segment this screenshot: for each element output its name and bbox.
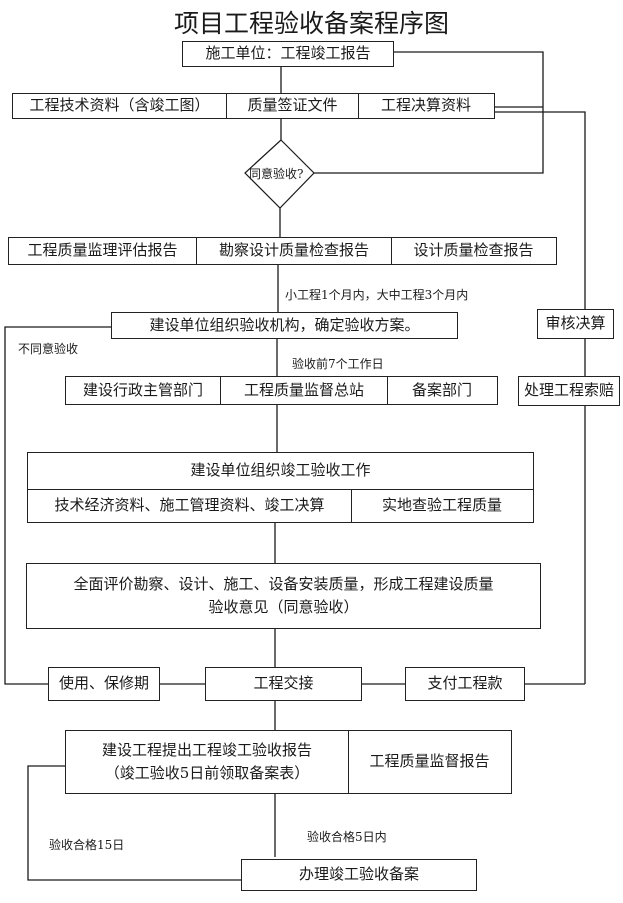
tech-docs-cell: 工程技术资料（含竣工图） xyxy=(13,94,227,118)
before-acceptance-note: 验收前7个工作日 xyxy=(292,357,384,371)
completion-report-line2: （竣工验收5日前领取备案表） xyxy=(104,764,310,782)
completion-work-box: 建设单位组织竣工验收工作 技术经济资料、施工管理资料、竣工决算 实地查验工程质量 xyxy=(27,452,534,523)
settlement-docs-cell: 工程决算资料 xyxy=(359,94,493,118)
pass-15-days-note: 验收合格15日 xyxy=(49,838,125,852)
audit-settlement-box: 审核决算 xyxy=(537,309,614,339)
survey-report-label: 勘察设计质量检查报告 xyxy=(218,241,369,260)
handle-claims-box: 处理工程索赔 xyxy=(518,376,620,406)
quality-station-cell: 工程质量监督总站 xyxy=(221,377,388,404)
econ-docs-cell: 技术经济资料、施工管理资料、竣工决算 xyxy=(28,490,352,522)
decision-label: 同意验收? xyxy=(249,167,304,181)
payment-label: 支付工程款 xyxy=(427,674,503,693)
supervision-quality-report-label: 工程质量监督报告 xyxy=(369,752,490,771)
completion-report-row: 建设工程提出工程竣工验收报告 （竣工验收5日前领取备案表） 工程质量监督报告 xyxy=(65,730,512,794)
construction-report-label: 施工单位：工程竣工报告 xyxy=(205,44,371,63)
site-inspection-label: 实地查验工程质量 xyxy=(381,496,502,515)
org-acceptance-label: 建设单位组织验收机构，确定验收方案。 xyxy=(149,315,420,334)
departments-row: 建设行政主管部门 工程质量监督总站 备案部门 xyxy=(65,376,498,405)
org-acceptance-box: 建设单位组织验收机构，确定验收方案。 xyxy=(111,312,458,339)
completion-report-line1: 建设工程提出工程竣工验收报告 xyxy=(101,740,312,759)
warranty-label: 使用、保修期 xyxy=(58,674,149,693)
quality-docs-cell: 质量签证文件 xyxy=(227,94,359,118)
completion-report-cell: 建设工程提出工程竣工验收报告 （竣工验收5日前领取备案表） xyxy=(66,731,349,793)
design-report-label: 设计质量检查报告 xyxy=(413,241,534,260)
disagree-note: 不同意验收 xyxy=(18,342,79,356)
evaluation-box: 全面评价勘察、设计、施工、设备安装质量，形成工程建设质量 验收意见（同意验收） xyxy=(26,563,541,629)
evaluation-line2: 验收意见（同意验收） xyxy=(208,598,359,616)
handle-claims-label: 处理工程索赔 xyxy=(523,381,614,400)
admin-dept-label: 建设行政主管部门 xyxy=(82,380,203,399)
admin-dept-cell: 建设行政主管部门 xyxy=(66,377,221,404)
audit-settlement-label: 审核决算 xyxy=(545,314,606,333)
docs-row: 工程技术资料（含竣工图） 质量签证文件 工程决算资料 xyxy=(12,93,495,119)
supervision-quality-report-cell: 工程质量监督报告 xyxy=(349,731,510,793)
filing-dept-label: 备案部门 xyxy=(411,380,472,399)
timeframe-note: 小工程1个月内，大中工程3个月内 xyxy=(285,288,469,302)
reports-row: 工程质量监理评估报告 勘察设计质量检查报告 设计质量检查报告 xyxy=(8,237,557,265)
supervision-report-label: 工程质量监理评估报告 xyxy=(27,241,178,260)
supervision-report-cell: 工程质量监理评估报告 xyxy=(9,238,197,264)
decision-diamond xyxy=(244,139,315,209)
econ-docs-label: 技术经济资料、施工管理资料、竣工决算 xyxy=(54,496,325,515)
site-inspection-cell: 实地查验工程质量 xyxy=(352,490,532,522)
tech-docs-label: 工程技术资料（含竣工图） xyxy=(29,96,210,115)
handover-label: 工程交接 xyxy=(253,674,314,693)
warranty-box: 使用、保修期 xyxy=(48,667,160,701)
pass-5-days-note: 验收合格5日内 xyxy=(307,830,387,844)
filing-dept-cell: 备案部门 xyxy=(388,377,496,404)
settlement-docs-label: 工程决算资料 xyxy=(380,96,471,115)
filing-box: 办理竣工验收备案 xyxy=(241,859,477,891)
survey-report-cell: 勘察设计质量检查报告 xyxy=(197,238,392,264)
handover-box: 工程交接 xyxy=(205,667,362,701)
completion-work-label: 建设单位组织竣工验收工作 xyxy=(190,461,371,480)
quality-station-label: 工程质量监督总站 xyxy=(243,380,364,399)
completion-work-header: 建设单位组织竣工验收工作 xyxy=(28,453,533,490)
design-report-cell: 设计质量检查报告 xyxy=(392,238,555,264)
quality-docs-label: 质量签证文件 xyxy=(247,96,338,115)
diagram-title: 项目工程验收备案程序图 xyxy=(173,9,449,38)
construction-report-box: 施工单位：工程竣工报告 xyxy=(182,41,394,67)
filing-label: 办理竣工验收备案 xyxy=(298,865,419,884)
payment-box: 支付工程款 xyxy=(405,667,525,701)
evaluation-line1: 全面评价勘察、设计、施工、设备安装质量，形成工程建设质量 xyxy=(73,574,494,593)
